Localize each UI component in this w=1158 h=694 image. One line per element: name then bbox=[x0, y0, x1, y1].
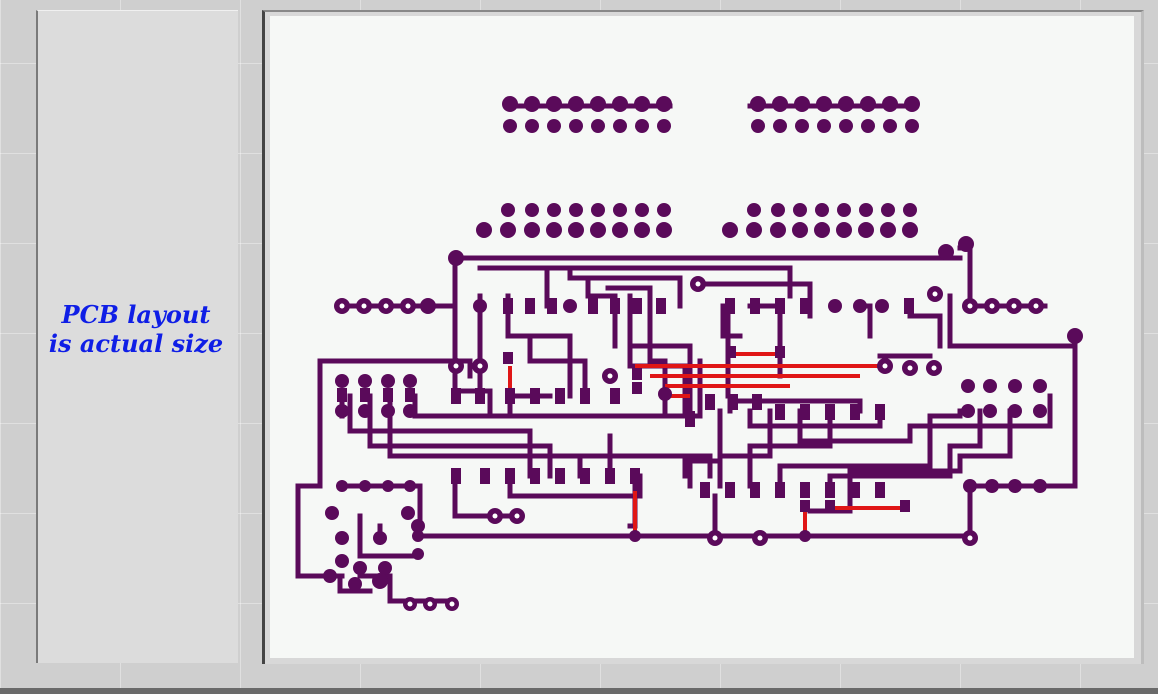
top-right-header bbox=[750, 96, 920, 133]
ic-row-3 bbox=[451, 388, 885, 427]
mid-left-header bbox=[476, 203, 672, 238]
lower-left-cluster bbox=[323, 480, 459, 611]
left-dip-block bbox=[335, 374, 417, 418]
caption-cell bbox=[36, 10, 238, 663]
right-dip-block bbox=[961, 379, 1047, 418]
caption-line-2: is actual size bbox=[48, 329, 224, 358]
pcb-layout-image bbox=[295, 96, 1083, 611]
ic-row-4 bbox=[451, 468, 910, 512]
pad-holes bbox=[339, 281, 1039, 607]
mid-right-header bbox=[722, 203, 918, 238]
ic-upper-row bbox=[473, 298, 914, 314]
caption-line-1: PCB layout bbox=[61, 300, 211, 329]
pcb-caption: PCB layout is actual size bbox=[36, 300, 236, 358]
pcb-pads bbox=[323, 96, 1083, 611]
bottom-border bbox=[0, 688, 1158, 694]
pcb-jumpers bbox=[508, 352, 910, 536]
top-left-header bbox=[502, 96, 672, 133]
ic-mid-row bbox=[448, 346, 942, 401]
